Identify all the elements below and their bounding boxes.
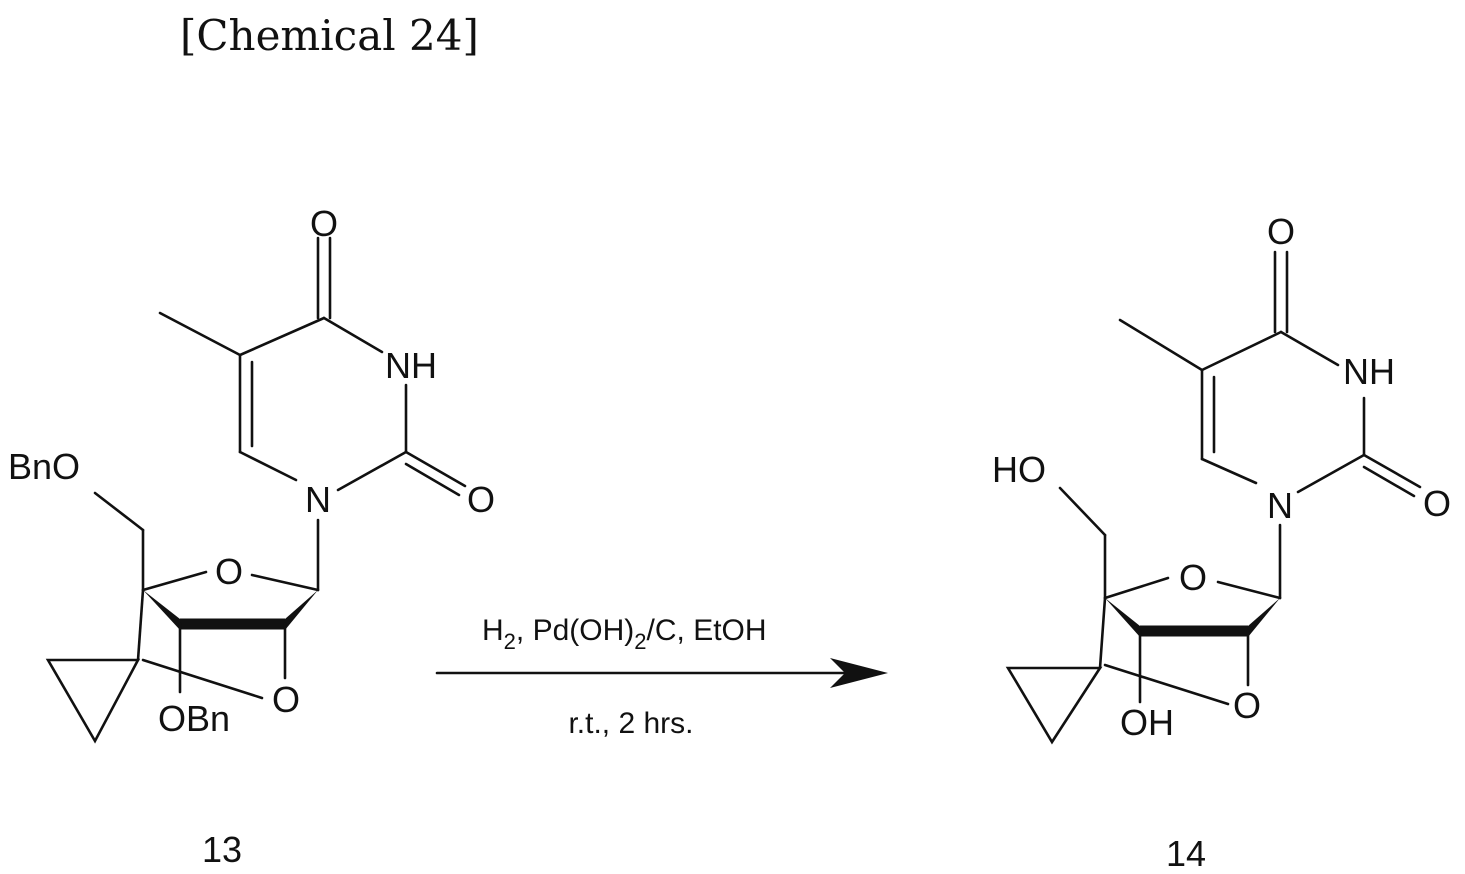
n1-label: N [305,479,331,520]
nh-label: NH [385,345,437,386]
ring-o-label: O [215,551,243,592]
compound-number-14: 14 [1166,833,1206,874]
o4-label: O [310,203,338,244]
reagents-label: H2, Pd(OH)2/C, EtOH [482,614,767,654]
reaction-arrow [437,658,888,688]
figure-title: [Chemical 24] [180,11,479,60]
oxy3-label: OBn [158,698,230,739]
o2-label: O [1423,483,1451,524]
n1-label: N [1267,485,1293,526]
o2-label: O [467,479,495,520]
bridge-o-label: O [272,679,300,720]
oxy5-label: BnO [8,446,80,487]
bridge-o-label: O [1233,685,1261,726]
compound-number-13: 13 [202,829,242,870]
o4-label: O [1267,211,1295,252]
oxy5-label: HO [992,449,1046,490]
ring-o-label: O [1179,557,1207,598]
compound-14: O NH O N O O HO OH [992,211,1451,743]
nh-label: NH [1343,351,1395,392]
conditions-label: r.t., 2 hrs. [568,707,693,740]
oxy3-label: OH [1120,702,1174,743]
compound-13: O NH O N O O BnO OBn [8,203,495,741]
